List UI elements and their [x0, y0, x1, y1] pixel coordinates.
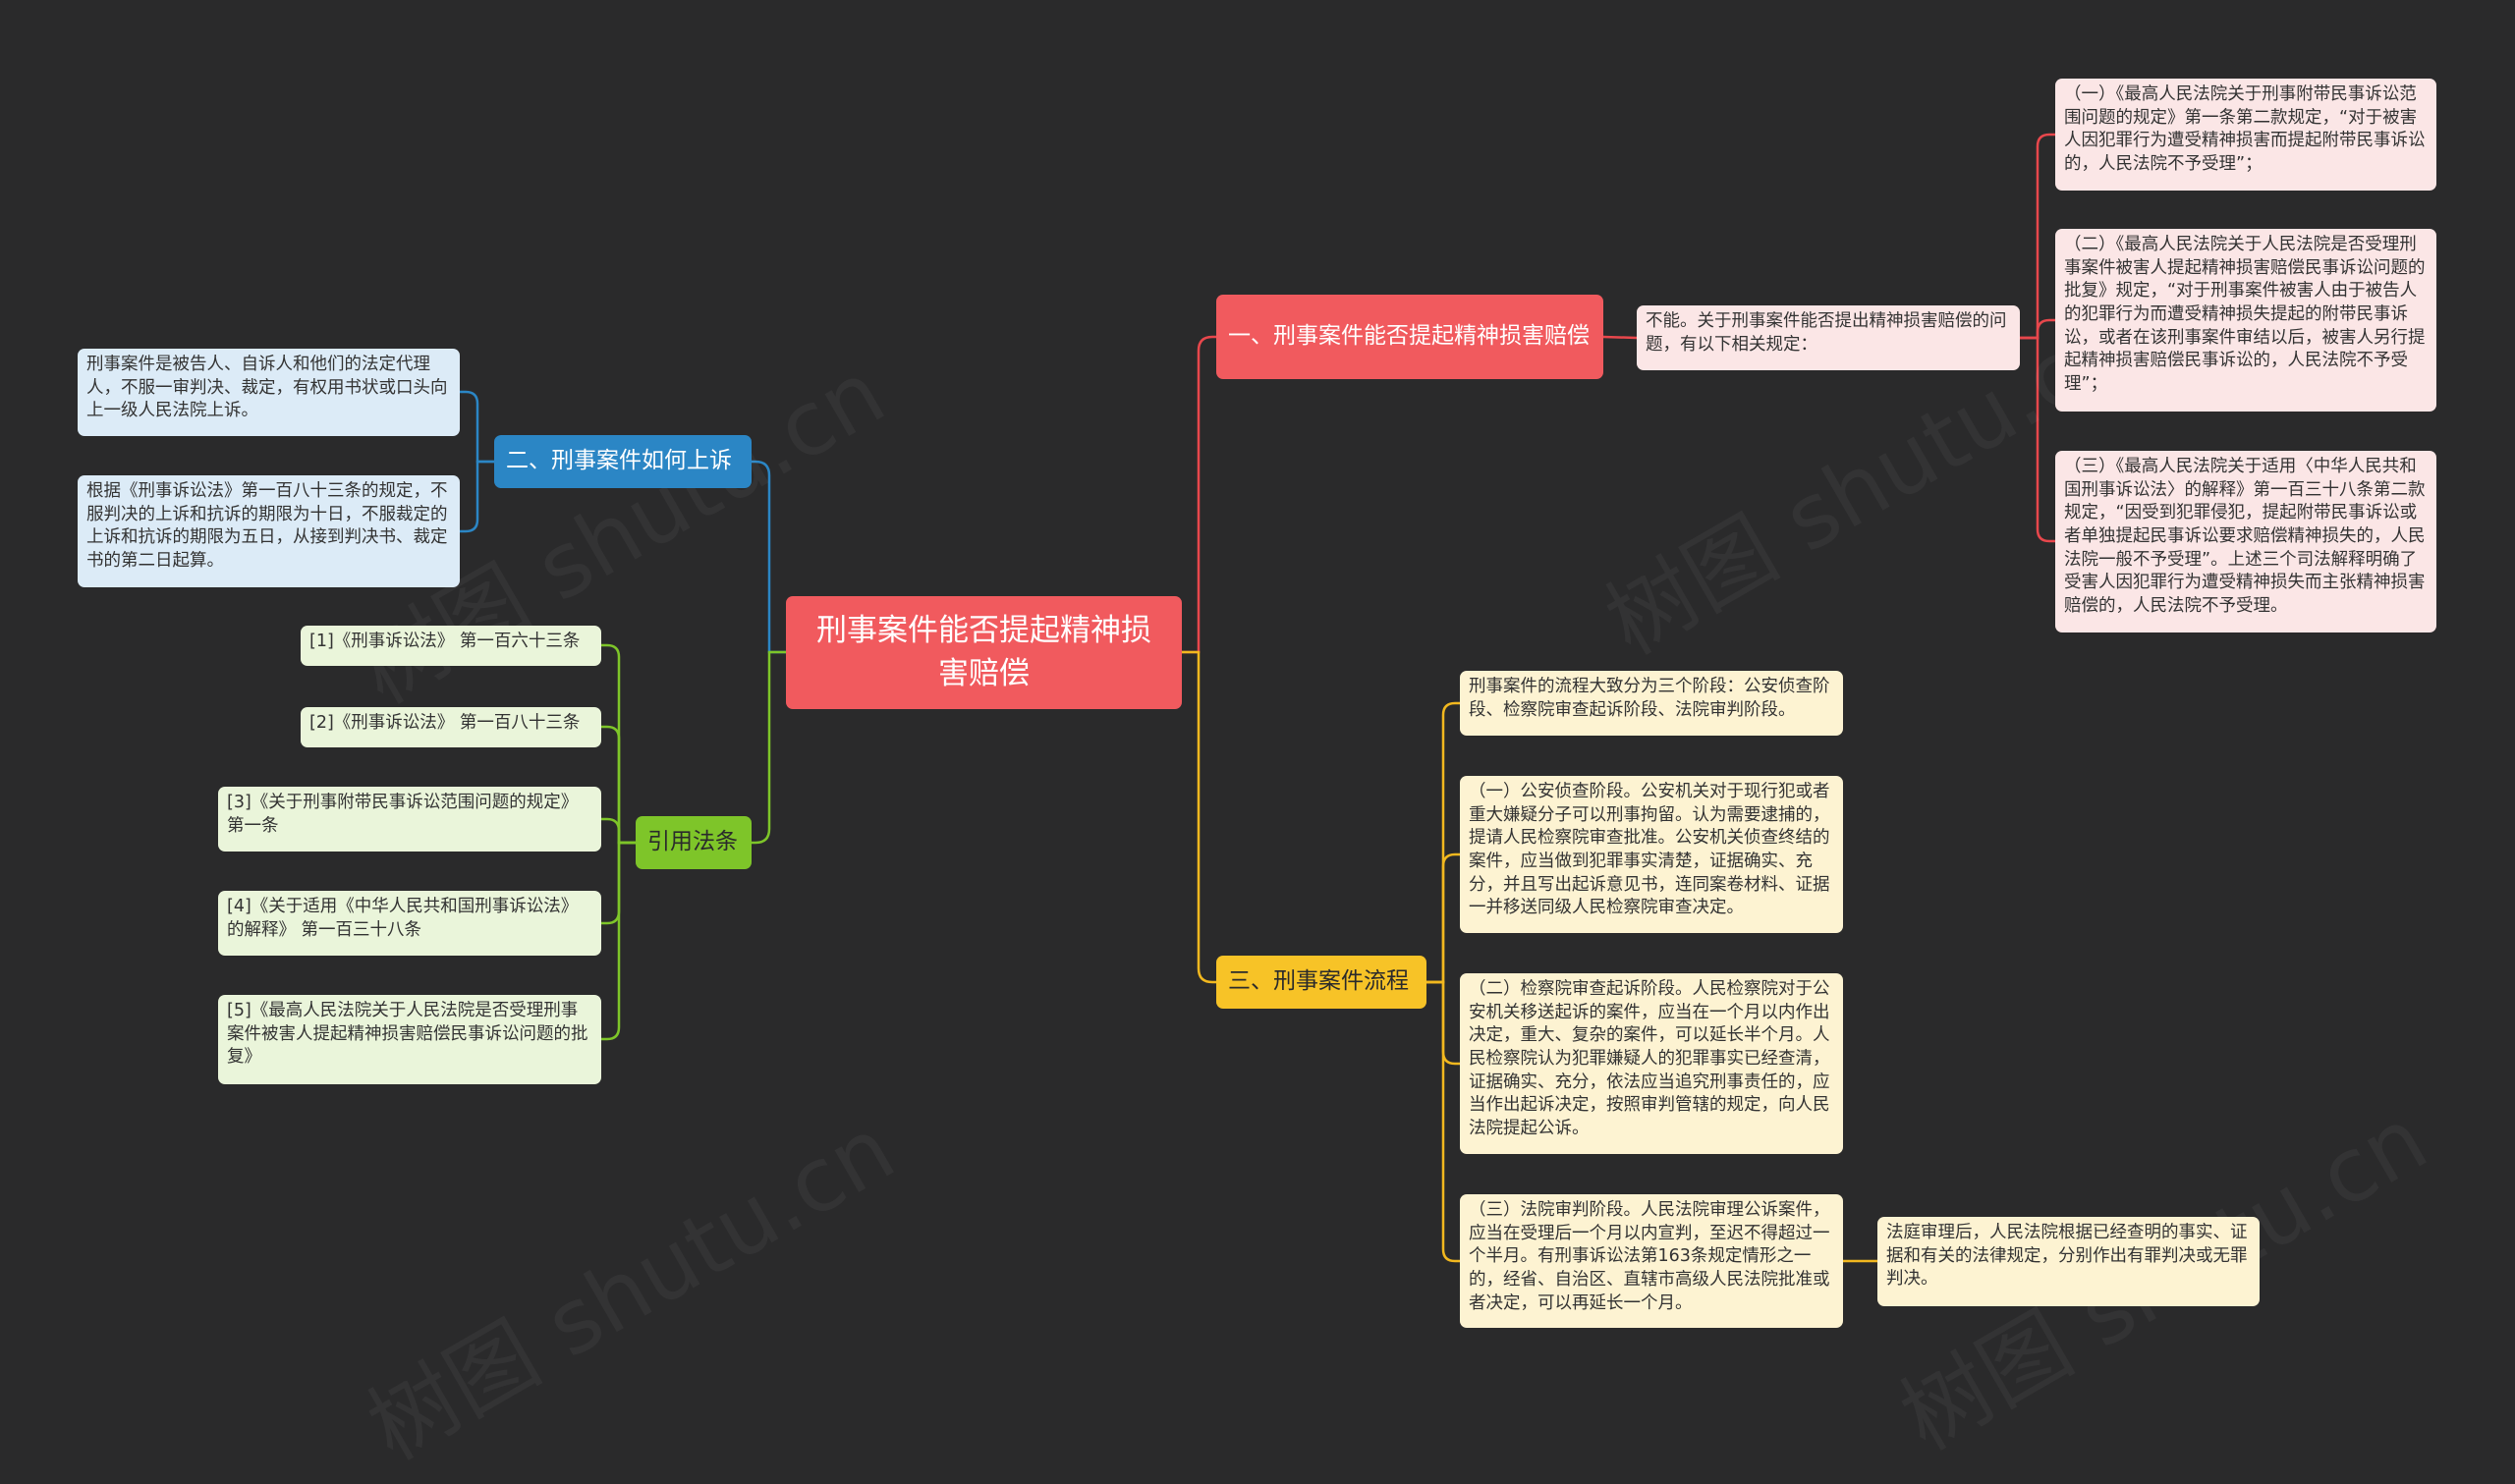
link-summary-item3 [2020, 336, 2055, 543]
link-branch1-summary [1602, 335, 1638, 340]
branch-topic-3[interactable]: 三、刑事案件流程 [1216, 956, 1426, 1009]
branch-1-summary[interactable]: 不能。关于刑事案件能否提出精神损害赔偿的问题，有以下相关规定： [1637, 305, 2020, 370]
branch-topic-4[interactable]: 引用法条 [636, 816, 752, 869]
link-branch3-item1 [1426, 701, 1460, 984]
branch-3-item-2[interactable]: （一）公安侦查阶段。公安机关对于现行犯或者重大嫌疑分子可以刑事拘留。认为需要逮捕… [1460, 776, 1843, 933]
branch-topic-1-label: 一、刑事案件能否提起精神损害赔偿 [1228, 323, 1590, 350]
citation-1[interactable]: [1]《刑事诉讼法》 第一百六十三条 [301, 626, 601, 666]
branch-1-item-3[interactable]: （三）《最高人民法院关于适用〈中华人民共和国刑事诉讼法〉的解释》第一百三十八条第… [2055, 451, 2436, 632]
branch-3-item-4[interactable]: （三）法院审判阶段。人民法院审理公诉案件，应当在受理后一个月以内宣判，至迟不得超… [1460, 1194, 1843, 1328]
branch-2-item-1[interactable]: 刑事案件是被告人、自诉人和他们的法定代理人，不服一审判决、裁定，有权用书状或口头… [78, 349, 460, 436]
connector-lines [460, 133, 2055, 1263]
link-branch3-item2 [1426, 852, 1460, 984]
branch-topic-4-label: 引用法条 [647, 829, 738, 855]
citation-3[interactable]: [3]《关于刑事附带民事诉讼范围问题的规定》 第一条 [218, 787, 601, 852]
citation-2[interactable]: [2]《刑事诉讼法》 第一百八十三条 [301, 707, 601, 747]
branch-3-item-3[interactable]: （二）检察院审查起诉阶段。人民检察院对于公安机关移送起诉的案件，应当在一个月以内… [1460, 973, 1843, 1154]
branch-1-item-1[interactable]: （一）《最高人民法院关于刑事附带民事诉讼范围问题的规定》第一条第二款规定，“对于… [2055, 79, 2436, 191]
branch-3-item-1[interactable]: 刑事案件的流程大致分为三个阶段：公安侦查阶段、检察院审查起诉阶段、法院审判阶段。 [1460, 671, 1843, 736]
link-root-branch4 [752, 650, 786, 845]
link-branch2-item2 [460, 460, 494, 533]
link-root-branch1 [1182, 335, 1216, 654]
mindmap-canvas: 树图 shutu.cn 树图 shutu.cn 树图 shutu.cn 树图 s… [78, 79, 2436, 1328]
citation-4[interactable]: [4]《关于适用《中华人民共和国刑事诉讼法》的解释》 第一百三十八条 [218, 891, 601, 956]
citation-5[interactable]: [5]《最高人民法院关于人民法院是否受理刑事案件被害人提起精神损害赔偿民事诉讼问… [218, 995, 601, 1084]
link-branch4-cite2 [601, 725, 636, 845]
link-summary-item1 [2020, 133, 2055, 340]
branch-2-item-2[interactable]: 根据《刑事诉讼法》第一百八十三条的规定，不服判决的上诉和抗诉的期限为十日，不服裁… [78, 475, 460, 587]
branch-topic-3-label: 三、刑事案件流程 [1228, 968, 1409, 995]
root-topic[interactable]: 刑事案件能否提起精神损害赔偿 [786, 596, 1182, 709]
link-branch4-cite3 [601, 817, 636, 845]
link-branch2-item1 [460, 390, 494, 464]
link-root-branch3 [1182, 650, 1216, 984]
branch-topic-2[interactable]: 二、刑事案件如何上诉 [494, 435, 752, 488]
link-root-branch2 [752, 460, 786, 654]
branch-1-item-2[interactable]: （二）《最高人民法院关于人民法院是否受理刑事案件被害人提起精神损害赔偿民事诉讼问… [2055, 229, 2436, 412]
root-topic-label: 刑事案件能否提起精神损害赔偿 [816, 613, 1151, 691]
link-summary-item2 [2020, 318, 2055, 340]
link-branch4-cite5 [601, 841, 636, 1041]
branch-topic-2-label: 二、刑事案件如何上诉 [506, 448, 732, 474]
link-branch4-cite1 [601, 643, 636, 845]
branch-topic-1[interactable]: 一、刑事案件能否提起精神损害赔偿 [1216, 295, 1603, 379]
link-branch3-item4 [1426, 980, 1460, 1263]
branch-3-item-4-detail[interactable]: 法庭审理后，人民法院根据已经查明的事实、证据和有关的法律规定，分别作出有罪判决或… [1877, 1217, 2260, 1306]
